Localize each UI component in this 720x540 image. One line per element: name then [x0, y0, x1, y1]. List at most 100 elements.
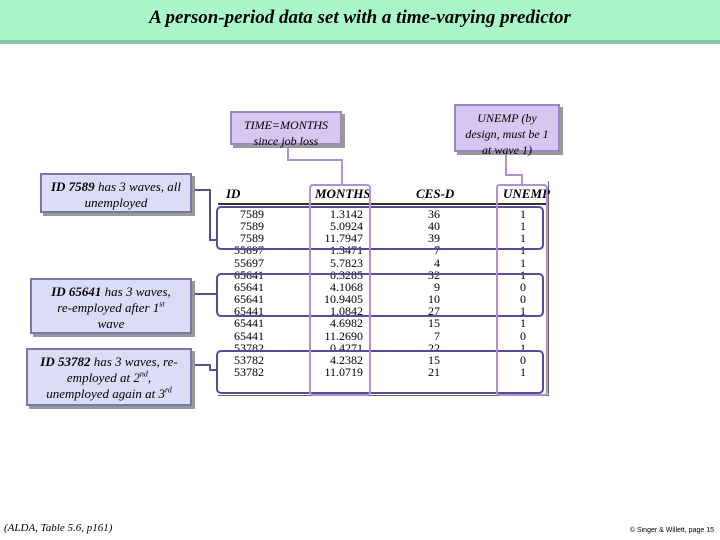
cell-unemp: 1 [520, 340, 526, 355]
cell-months: 4.1068 [330, 279, 363, 294]
months-note: TIME=MONTHS since job loss [230, 111, 342, 148]
cell-cesd: 7 [434, 328, 440, 343]
cell-unemp: 0 [520, 352, 526, 367]
id65641-sup: st [159, 299, 165, 309]
cell-id: 53782 [234, 352, 264, 367]
cell-cesd: 40 [428, 219, 440, 234]
id65641-text-line3: wave [97, 316, 125, 331]
cell-months: 5.0924 [330, 219, 363, 234]
title-bar: A person-period data set with a time-var… [0, 0, 720, 44]
cell-id: 65441 [234, 304, 264, 319]
id53782-text-line3: unemployed again at 3 [46, 386, 165, 401]
id65641-callout: ID 65641 has 3 waves, re-employed after … [30, 278, 192, 334]
column-box-months [309, 184, 371, 396]
id53782-callout: ID 53782 has 3 waves, re- employed at 2n… [26, 348, 192, 406]
person-period-table: ID MONTHS CES-D UNEMP 7589 1.3142 36 1 7589 5… [218, 181, 550, 396]
cell-cesd: 7 [434, 243, 440, 258]
cell-id: 7589 [240, 231, 264, 246]
unemp-note-line3: at wave 1) [482, 143, 532, 157]
header-months: MONTHS [315, 186, 371, 201]
id53782-sup2: rd [164, 385, 172, 395]
table-row: 65441 4.6982 15 1 [218, 316, 548, 331]
cell-id: 55697 [234, 255, 264, 270]
id7589-text-line2: unemployed [84, 195, 148, 210]
cell-unemp: 0 [520, 279, 526, 294]
cell-unemp: 1 [520, 304, 526, 319]
table-row: 65441 1.0842 27 1 [218, 304, 548, 319]
cell-cesd: 27 [428, 304, 440, 319]
cell-cesd: 4 [434, 255, 440, 270]
cell-unemp: 1 [520, 219, 526, 234]
id53782-sup1: nd [139, 369, 148, 379]
column-box-unemp [496, 184, 548, 396]
table-row: 65641 10.9405 10 0 [218, 292, 548, 307]
group-box-53782 [216, 350, 544, 394]
cell-cesd: 36 [428, 207, 440, 221]
page-title: A person-period data set with a time-var… [149, 7, 571, 28]
id53782-text-line1: has 3 waves, re- [90, 354, 178, 369]
cell-months: 11.7947 [324, 231, 363, 246]
cell-id: 65441 [234, 316, 264, 331]
cell-months: 1.3471 [330, 243, 363, 258]
cell-unemp: 1 [520, 207, 526, 221]
header-id: ID [226, 186, 241, 201]
cell-id: 65641 [234, 292, 264, 307]
cell-cesd: 15 [428, 352, 440, 367]
id65641-text-line1: has 3 waves, [101, 284, 171, 299]
cell-unemp: 1 [520, 364, 526, 379]
unemp-note: UNEMP (by design, must be 1 at wave 1) [454, 104, 560, 157]
id7589-text-line1: has 3 waves, all [94, 179, 181, 194]
cell-id: 65641 [234, 279, 264, 294]
id7589-connector [194, 189, 216, 241]
cell-months: 10.9405 [324, 292, 363, 307]
cell-months: 1.0842 [330, 304, 363, 319]
table-row: 7589 5.0924 40 1 [218, 219, 548, 234]
cell-months: 1.3142 [330, 207, 363, 221]
cell-cesd: 10 [428, 292, 440, 307]
cell-unemp: 1 [520, 243, 526, 258]
group-box-7589 [216, 206, 544, 250]
table-row: 65641 4.1068 9 0 [218, 279, 548, 294]
cell-unemp: 1 [520, 231, 526, 246]
cell-months: 5.7823 [330, 255, 363, 270]
id53782-text-line2a: employed at 2 [66, 370, 140, 385]
cell-cesd: 15 [428, 316, 440, 331]
source-note: (ALDA, Table 5.6, p161) [4, 522, 113, 534]
cell-months: 11.0719 [324, 364, 363, 379]
unemp-note-line1: UNEMP (by [477, 111, 537, 125]
cell-id: 65441 [234, 328, 264, 343]
cell-cesd: 21 [428, 364, 440, 379]
id53782-text-line2b: , [147, 370, 152, 385]
group-box-65641 [216, 273, 544, 317]
months-note-line1: TIME=MONTHS [243, 118, 329, 132]
id7589-callout: ID 7589 has 3 waves, all unemployed [40, 173, 192, 213]
id7589-id: ID 7589 [50, 179, 95, 194]
cell-unemp: 0 [520, 328, 526, 343]
id53782-connector [194, 364, 216, 371]
cell-months: 4.6982 [330, 316, 363, 331]
id65641-text-line2: re-employed after 1 [57, 300, 160, 315]
id53782-id: ID 53782 [40, 354, 91, 369]
table-row: 65441 11.2690 7 0 [218, 328, 548, 343]
header-unemp: UNEMP [503, 186, 550, 201]
cell-cesd: 9 [434, 279, 440, 294]
header-rule [218, 203, 548, 205]
cell-months: 11.2690 [324, 328, 363, 343]
table-row: 53782 4.2382 15 0 [218, 352, 548, 367]
months-note-line2: since job loss [253, 134, 319, 148]
cell-unemp: 0 [520, 292, 526, 307]
table-row: 7589 11.7947 39 1 [218, 231, 548, 246]
cell-id: 7589 [240, 219, 264, 234]
cell-months: 4.2382 [330, 352, 363, 367]
cell-cesd: 39 [428, 231, 440, 246]
cell-unemp: 1 [520, 316, 526, 331]
copyright-note: © Singer & Willett, page 15 [629, 527, 714, 534]
header-cesd: CES-D [416, 186, 455, 201]
unemp-connector [505, 153, 523, 184]
unemp-note-line2: design, must be 1 [465, 127, 549, 141]
